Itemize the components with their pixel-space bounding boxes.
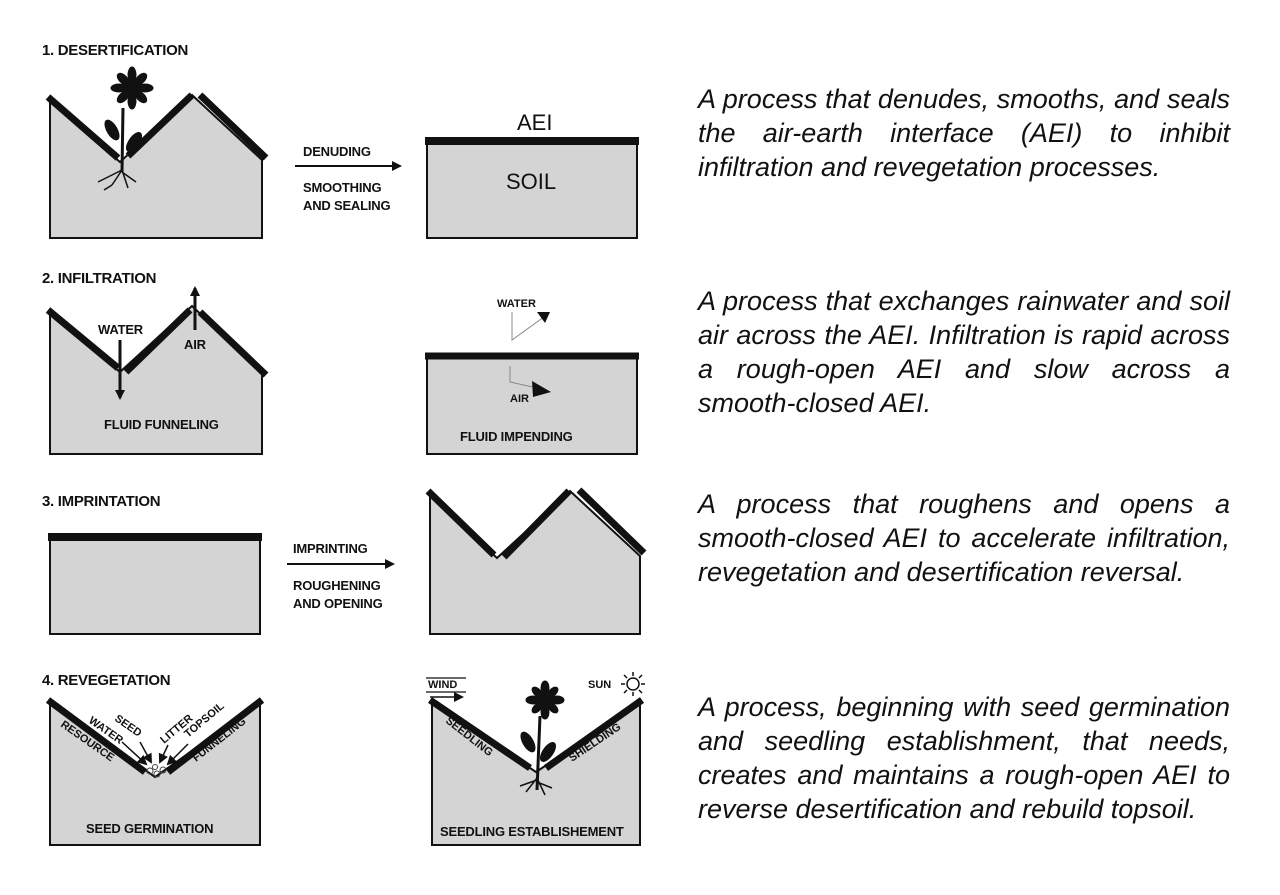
denuding-label: DENUDING <box>303 144 371 159</box>
rough-aei-surface <box>45 92 269 161</box>
funnel-air-label: AIR <box>184 337 207 352</box>
wind-label: WIND <box>428 679 457 691</box>
impending-air-label: AIR <box>510 393 529 405</box>
sun-icon <box>621 672 645 696</box>
section-2-heading: 2. INFILTRATION <box>42 270 156 287</box>
imprinted-soil-block <box>429 489 641 635</box>
air-arrowhead <box>532 381 551 397</box>
desertification-description: A process that denudes, smooths, and sea… <box>698 84 1230 182</box>
litter-arrow <box>158 744 169 764</box>
roughening-label: ROUGHENING <box>293 578 381 593</box>
section-4-heading: 4. REVEGETATION <box>42 672 170 689</box>
fluid-funneling-caption: FLUID FUNNELING <box>104 417 219 432</box>
impending-water-label: WATER <box>497 298 536 310</box>
imprintation-description: A process that roughens and opens a smoo… <box>698 489 1230 587</box>
germ-water-arrow <box>121 741 148 766</box>
fluid-impending-caption: FLUID IMPENDING <box>460 429 573 444</box>
seed-arrow <box>139 741 152 764</box>
impending-soil-block <box>426 354 638 455</box>
and-opening-label: AND OPENING <box>293 596 383 611</box>
imprinted-aei-surface <box>425 487 647 560</box>
aei-label: AEI <box>517 110 552 135</box>
topsoil-arrow <box>166 743 189 766</box>
rough-soil-block <box>49 93 263 239</box>
water-deflect-arrow <box>511 312 549 341</box>
funnel-water-label: WATER <box>98 322 144 337</box>
and-sealing-label: AND SEALING <box>303 198 390 213</box>
section-1-heading: 1. DESERTIFICATION <box>42 42 188 59</box>
flower-icon <box>97 66 154 191</box>
seedling-flower-icon <box>519 680 565 796</box>
smooth-closed-block <box>49 535 261 635</box>
seed-cluster-icon <box>146 764 167 778</box>
soil-label: SOIL <box>506 169 556 194</box>
sun-label: SUN <box>588 679 611 691</box>
smooth-soil-block <box>426 139 638 239</box>
section-3-heading: 3. IMPRINTATION <box>42 493 160 510</box>
revegetation-description: A process, beginning with seed germinati… <box>698 692 1230 824</box>
rough-open-aei-surface <box>45 307 269 378</box>
water-arrowhead <box>537 312 550 323</box>
germination-aei-surface <box>45 697 265 775</box>
infiltration-description: A process that exchanges rainwater and s… <box>698 286 1230 418</box>
seed-germination-caption: SEED GERMINATION <box>86 821 213 836</box>
seedling-establishment-caption: SEEDLING ESTABLISHEMENT <box>440 824 624 839</box>
smoothing-label: SMOOTHING <box>303 180 381 195</box>
imprinting-label: IMPRINTING <box>293 541 368 556</box>
establishment-aei-surface <box>428 697 645 771</box>
